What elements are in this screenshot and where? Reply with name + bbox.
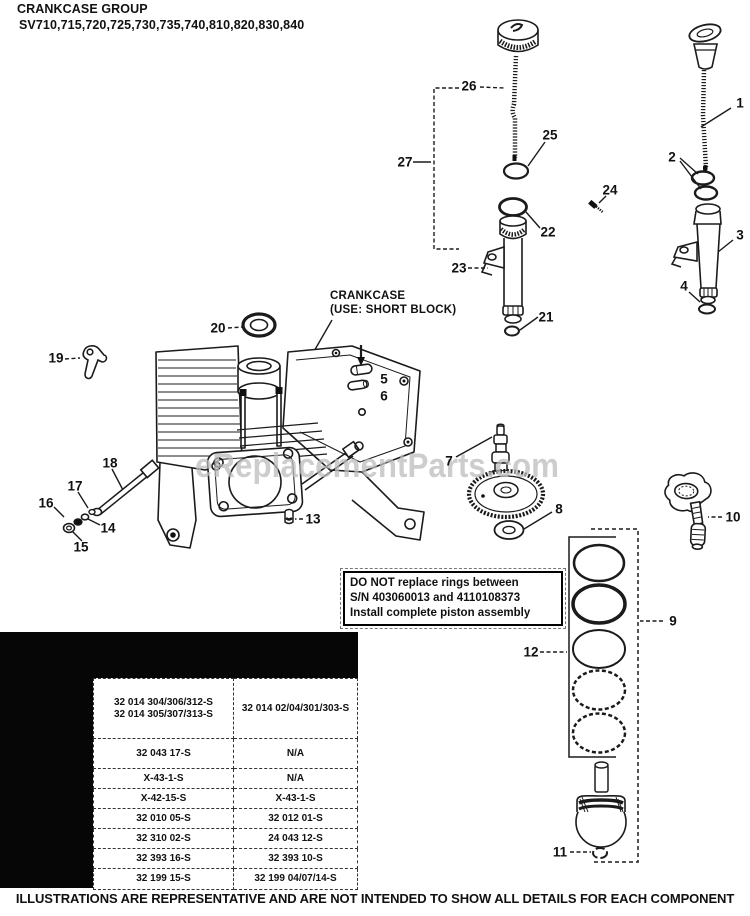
callout-1: 1 xyxy=(736,96,744,111)
note-line-1: DO NOT replace rings between xyxy=(350,577,519,589)
callout-6: 6 xyxy=(380,389,388,404)
assembly-box-9 xyxy=(591,528,639,863)
table-cell: X-42-15-S xyxy=(93,788,234,809)
callout-26: 26 xyxy=(461,79,477,94)
part-o-ring-21 xyxy=(504,325,520,337)
part-camshaft-7 xyxy=(466,423,546,520)
callout-labels: 1234567891011121314151617181920212223242… xyxy=(38,79,744,860)
table-cell: 32 199 15-S xyxy=(93,868,234,890)
callout-7: 7 xyxy=(445,454,453,469)
callout-11: 11 xyxy=(553,845,568,860)
callout-5: 5 xyxy=(380,372,388,387)
crankcase-label-line2: (USE: SHORT BLOCK) xyxy=(330,304,457,316)
piston-pin xyxy=(594,761,609,793)
callout-2: 2 xyxy=(668,150,676,165)
part-washer-8 xyxy=(493,520,525,540)
table-cell: 32 012 01-S xyxy=(233,808,358,829)
part-oil-fill-tube-3 xyxy=(670,203,722,305)
note-box: DO NOT replace rings between S/N 4030600… xyxy=(340,568,566,629)
callout-25: 25 xyxy=(542,128,558,143)
part-bracket-19 xyxy=(82,345,108,380)
piston xyxy=(575,794,627,848)
note-line-2: S/N 403060013 and 4110108373 xyxy=(350,592,521,604)
callout-23: 23 xyxy=(451,261,467,276)
table-cell: N/A xyxy=(233,738,358,769)
part-screw-24 xyxy=(588,199,604,214)
table-cell: X-43-1-S xyxy=(233,788,358,809)
table-cell: 32 010 05-S xyxy=(93,808,234,829)
part-oil-fill-tube-23 xyxy=(480,215,527,324)
table-cell: 32 014 02/04/301/303-S xyxy=(233,678,358,739)
callout-12: 12 xyxy=(523,645,538,660)
table-cell: 32 310 02-S xyxy=(93,828,234,849)
callout-19: 19 xyxy=(48,351,63,366)
models-subtitle: SV710,715,720,725,730,735,740,810,820,83… xyxy=(19,17,305,32)
part-crankcase-block xyxy=(155,345,425,549)
callout-14: 14 xyxy=(100,521,116,536)
callout-9: 9 xyxy=(669,614,677,629)
table-cell: 32 393 16-S xyxy=(93,848,234,869)
crankcase-label-line1: CRANKCASE xyxy=(330,290,406,302)
table-cell: 32 043 17-S xyxy=(93,738,234,769)
part-o-ring-25 xyxy=(502,162,530,180)
part-dowel-pins-5-6 xyxy=(347,345,373,391)
table-cell: 32 199 04/07/14-S xyxy=(233,868,358,890)
black-redaction-column xyxy=(0,632,93,888)
ring-set-bracket-12 xyxy=(568,536,616,758)
callout-21: 21 xyxy=(538,310,554,325)
bracket-27 xyxy=(433,87,459,250)
part-connecting-rod-10 xyxy=(664,472,712,551)
part-oil-seal-20 xyxy=(241,312,277,338)
callout-16: 16 xyxy=(38,496,54,511)
part-piston-assembly xyxy=(568,528,639,863)
part-o-rings-2 xyxy=(690,170,719,201)
part-washers-14-17 xyxy=(62,508,96,534)
footer-disclaimer: ILLUSTRATIONS ARE REPRESENTATIVE AND ARE… xyxy=(15,891,735,906)
callout-24: 24 xyxy=(602,183,618,198)
page-header: CRANKCASE GROUP SV710,715,720,725,730,73… xyxy=(17,2,304,33)
part-o-ring-4 xyxy=(698,303,716,315)
crankcase-label: CRANKCASE (USE: SHORT BLOCK) xyxy=(330,289,456,317)
callout-3: 3 xyxy=(736,228,744,243)
watermark: eReplacementParts.com xyxy=(195,447,559,485)
part-o-ring-22 xyxy=(498,197,528,217)
callout-13: 13 xyxy=(305,512,321,527)
callout-17: 17 xyxy=(67,479,82,494)
table-cell: N/A xyxy=(233,768,358,789)
callout-27: 27 xyxy=(397,155,412,170)
callout-20: 20 xyxy=(210,321,225,336)
part-plug-13 xyxy=(284,508,294,525)
piston-rings-12 xyxy=(571,543,627,754)
note-line-3: Install complete piston assembly xyxy=(350,607,531,619)
table-cell: 32 393 10-S xyxy=(233,848,358,869)
callout-4: 4 xyxy=(680,279,688,294)
part-drain-tube-18 xyxy=(91,459,160,517)
page-title: CRANKCASE GROUP xyxy=(17,2,148,16)
leader-lines xyxy=(53,86,734,853)
part-dipstick-1 xyxy=(688,23,722,171)
table-cell: 24 043 12-S xyxy=(233,828,358,849)
callout-8: 8 xyxy=(555,502,563,517)
table-cell: X-43-1-S xyxy=(93,768,234,789)
callout-22: 22 xyxy=(540,225,555,240)
part-oil-fill-cap-dipstick xyxy=(497,19,539,161)
callout-10: 10 xyxy=(725,510,740,525)
callout-15: 15 xyxy=(73,540,89,555)
part-retaining-ring-11 xyxy=(592,847,608,859)
callout-18: 18 xyxy=(102,456,118,471)
